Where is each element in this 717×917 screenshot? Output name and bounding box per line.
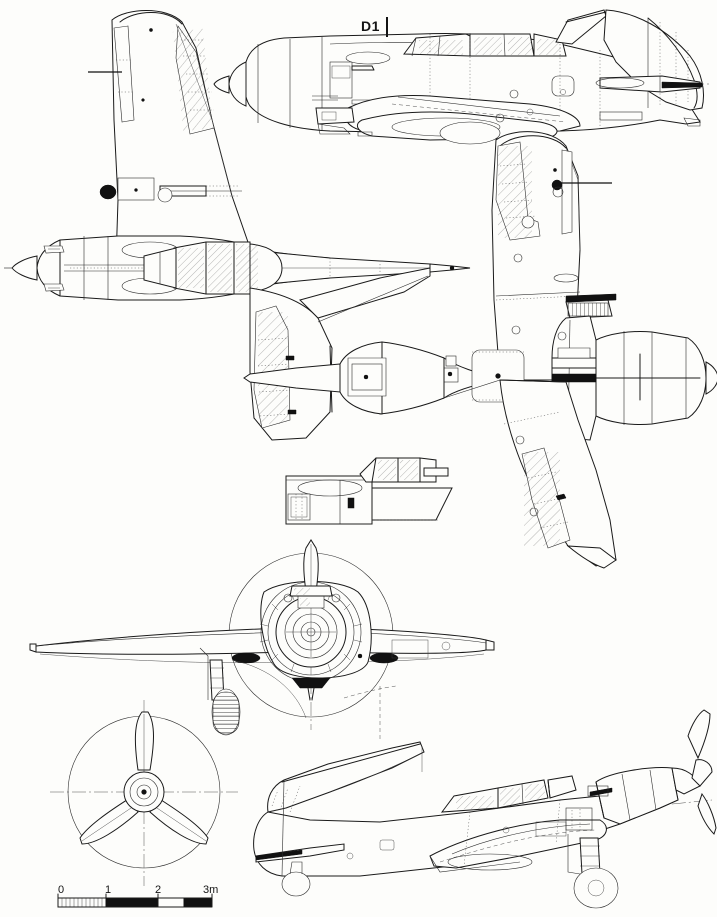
view-side-profile-bottom [253,709,717,909]
variant-code-tick [386,17,388,37]
scale-bar-graphic [57,893,213,908]
view-front-elevation [29,539,495,742]
scale-tick-0: 0 [58,884,65,896]
view-propeller-disc [50,700,238,886]
view-plan-lower [243,131,717,569]
scale-tick-2: 2 [155,884,162,896]
view-plan-upper [4,10,471,441]
view-side-profile-top [213,9,710,145]
scale-tick-3: 3m [203,884,219,896]
variant-code-label: D1 [361,18,380,34]
scale-tick-1: 1 [105,884,112,896]
view-canopy-detail [285,457,453,525]
